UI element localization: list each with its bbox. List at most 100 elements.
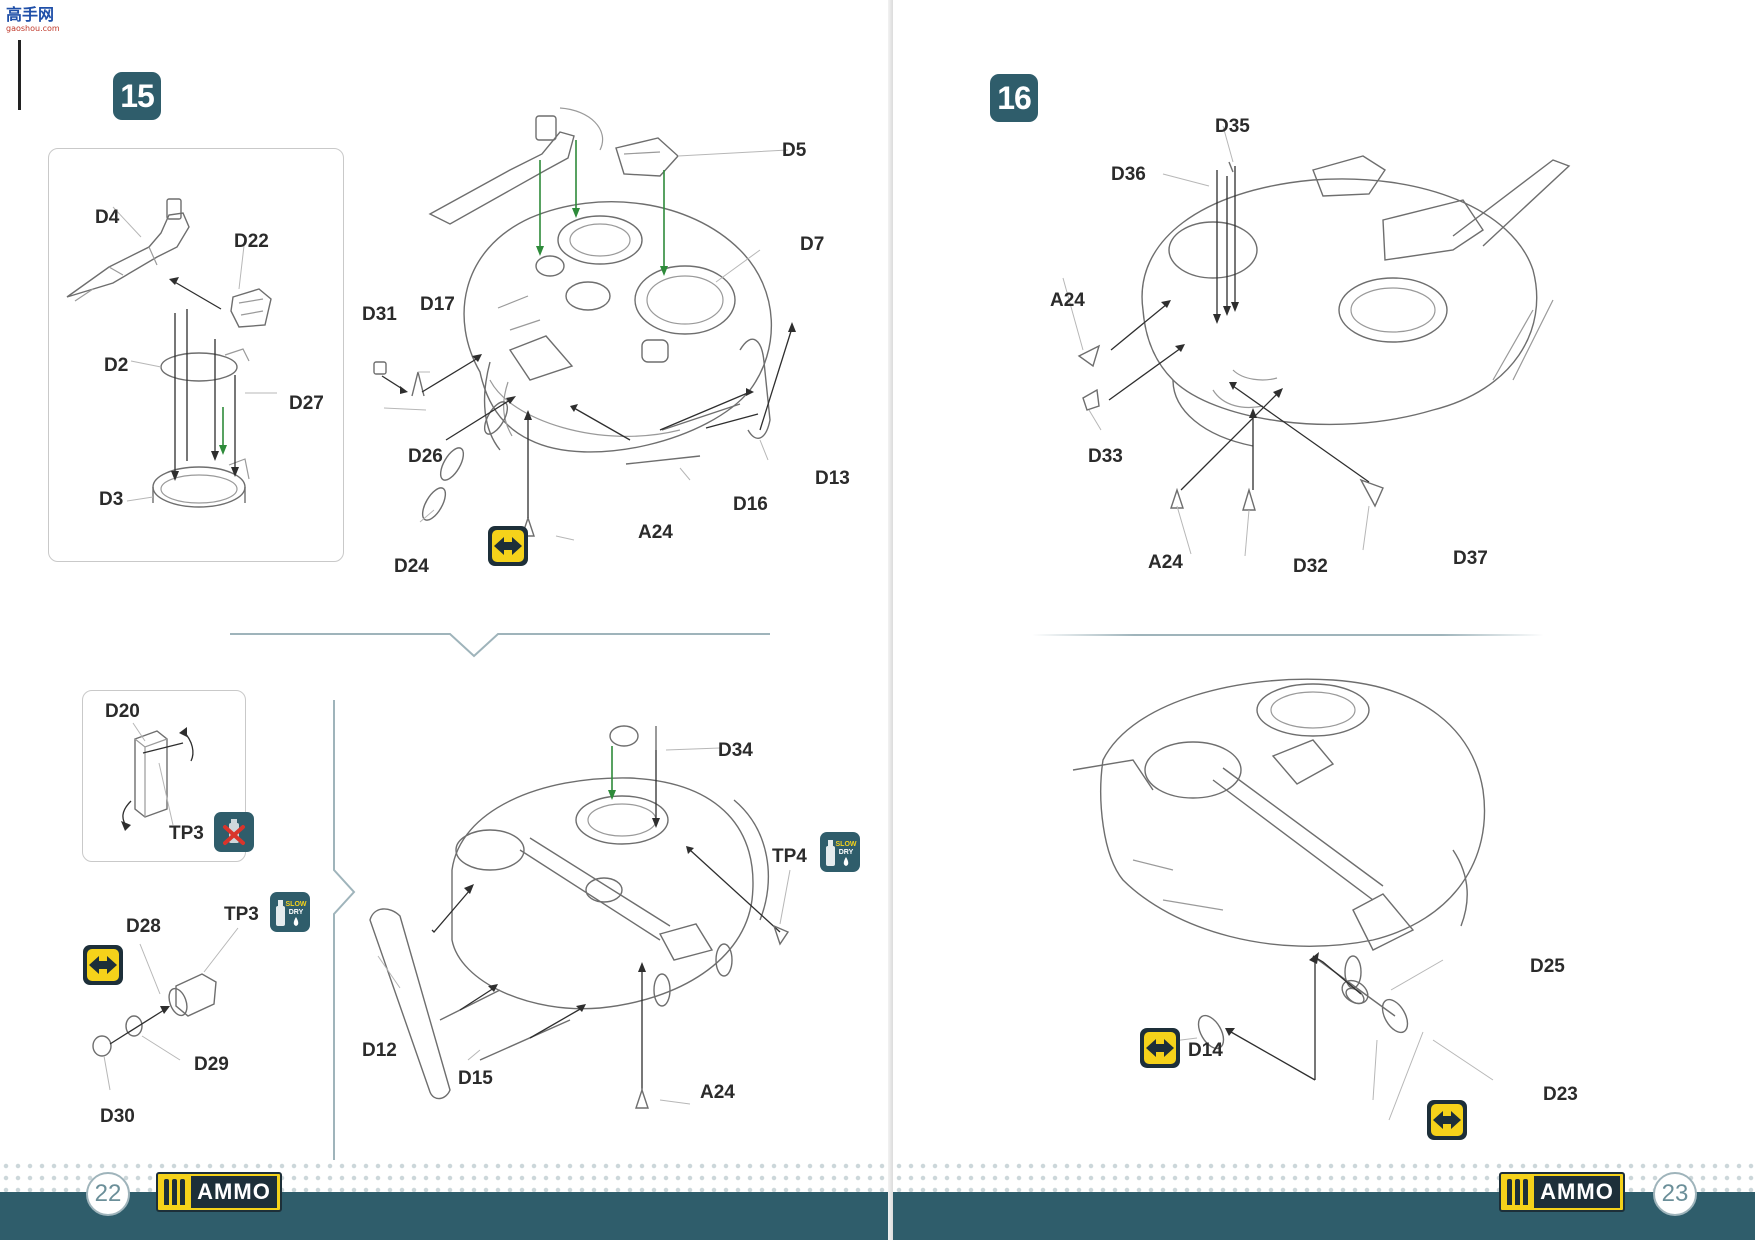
small-parts <box>635 924 790 1109</box>
page-number-right: 23 <box>1653 1172 1697 1216</box>
part-label-d32: D32 <box>1293 556 1328 577</box>
ammo-brand-text: AMMO <box>1534 1176 1620 1208</box>
part-label-d22: D22 <box>234 231 269 252</box>
leader-lines <box>377 747 791 1105</box>
part-d14 <box>1197 1014 1225 1050</box>
part-label-d16: D16 <box>733 494 768 515</box>
footer-dot-pattern <box>893 1160 1755 1192</box>
gun-d4-assembled <box>428 107 604 225</box>
part-label-d35: D35 <box>1215 116 1250 137</box>
page-right: 16 <box>893 0 1755 1240</box>
part-label-d4: D4 <box>95 207 120 228</box>
assembly-arrows <box>1108 166 1370 491</box>
ammo-brand-logo: AMMO <box>1499 1172 1625 1212</box>
part-label-d15: D15 <box>458 1068 493 1089</box>
assembly-arrows <box>169 277 239 481</box>
part-label-d5: D5 <box>782 140 807 161</box>
symmetry-left-right-arrow-icon <box>488 526 528 566</box>
ammo-brand-logo: AMMO <box>156 1172 282 1212</box>
turret-body <box>463 201 773 453</box>
part-label-a24-upper: A24 <box>1050 290 1085 311</box>
assembly-arrows <box>381 140 796 518</box>
part-label-d27: D27 <box>289 393 324 414</box>
part-label-tp4: TP4 <box>772 846 807 867</box>
footer-dot-pattern <box>0 1160 893 1192</box>
part-label-d26: D26 <box>408 446 443 467</box>
slow-dry-glue-bottle-icon: SLOW DRY <box>820 832 860 872</box>
turret-body <box>451 777 770 1010</box>
page-number-left: 22 <box>86 1172 130 1216</box>
machine-gun-d4-drawing <box>66 198 190 302</box>
watermark-logo: 高手网 gaoshou.com <box>6 6 68 40</box>
part-label-d17: D17 <box>420 294 455 315</box>
part-label-a24: A24 <box>638 522 673 543</box>
assembly-arrows <box>431 746 781 1090</box>
part-label-d36: D36 <box>1111 164 1146 185</box>
step15-detail-inset: D4 D22 D2 D27 D3 <box>48 148 344 562</box>
part-label-tp3-inset: TP3 <box>169 823 204 844</box>
part-label-a24-lower: A24 <box>1148 552 1183 573</box>
gun-mount-subassembly-drawing <box>66 198 277 508</box>
glue-badge-dry-text: DRY <box>839 849 854 856</box>
turret-step16-drawing <box>1062 125 1571 557</box>
small-parts <box>373 361 535 537</box>
turret-hatch-mountings <box>483 335 574 451</box>
small-parts <box>1077 161 1384 511</box>
part-label-d7: D7 <box>800 234 825 255</box>
part-label-d30: D30 <box>100 1106 135 1127</box>
leader-lines <box>1062 125 1370 557</box>
part-label-d28: D28 <box>126 916 161 937</box>
glue-badge-slow-text: SLOW <box>286 901 307 908</box>
watermark-url: gaoshou.com <box>6 24 60 33</box>
part-label-d34: D34 <box>718 740 753 761</box>
footer-band <box>0 1192 893 1240</box>
glue-badge-slow-text: SLOW <box>836 841 857 848</box>
part-d5-hatch <box>615 137 679 177</box>
ammo-bullets-icon <box>1501 1179 1534 1205</box>
turret-body <box>1141 155 1571 447</box>
part-label-d25: D25 <box>1530 956 1565 977</box>
part-label-d13: D13 <box>815 468 850 489</box>
rail-d15 <box>439 989 571 1061</box>
slow-dry-glue-bottle-icon: SLOW DRY <box>270 892 310 932</box>
ring-d2-drawing <box>160 348 250 382</box>
no-glue-icon <box>214 812 254 852</box>
part-label-d3: D3 <box>99 489 124 510</box>
part-d25-d23-link <box>1312 955 1409 1034</box>
part-d34-hatch <box>609 725 657 750</box>
part-label-d2: D2 <box>104 355 129 376</box>
turret-step15b-drawing <box>369 725 791 1109</box>
part-label-d20: D20 <box>105 701 140 722</box>
turret-step16b-drawing <box>1072 678 1494 1121</box>
ring-base-d3-drawing <box>152 458 250 508</box>
track-guard-d12 <box>369 908 451 1100</box>
page-edge-mark <box>18 40 21 110</box>
leader-lines <box>383 149 789 541</box>
watermark-text: 高手网 <box>6 5 55 24</box>
footer-band <box>893 1192 1755 1240</box>
ammo-bullets-icon <box>158 1179 191 1205</box>
symmetry-left-right-arrow-icon <box>1427 1100 1467 1140</box>
turret-body <box>1072 678 1486 989</box>
ammo-box-d22-drawing <box>230 288 272 328</box>
section-divider <box>1033 634 1543 636</box>
part-label-d14: D14 <box>1188 1040 1223 1061</box>
step-number-badge-15: 15 <box>113 72 161 120</box>
part-label-d12: D12 <box>362 1040 397 1061</box>
turret-step15-drawing <box>373 107 796 541</box>
ammo-brand-text: AMMO <box>191 1176 277 1208</box>
symmetry-left-right-arrow-icon <box>1140 1028 1180 1068</box>
part-label-d23: D23 <box>1543 1084 1578 1105</box>
part-label-d37: D37 <box>1453 548 1488 569</box>
sub-step-divider <box>333 700 356 1160</box>
part-label-d24: D24 <box>394 556 429 577</box>
symmetry-left-right-arrow-icon <box>83 945 123 985</box>
assembly-arrows <box>1225 952 1362 1081</box>
part-d20-trim-drawing <box>121 722 194 831</box>
page-left: 高手网 gaoshou.com 15 <box>0 5 893 1240</box>
part-label-d33: D33 <box>1088 446 1123 467</box>
part-label-tp3: TP3 <box>224 904 259 925</box>
track-guards <box>625 338 771 465</box>
part-label-d29: D29 <box>194 1054 229 1075</box>
glue-badge-dry-text: DRY <box>289 909 304 916</box>
